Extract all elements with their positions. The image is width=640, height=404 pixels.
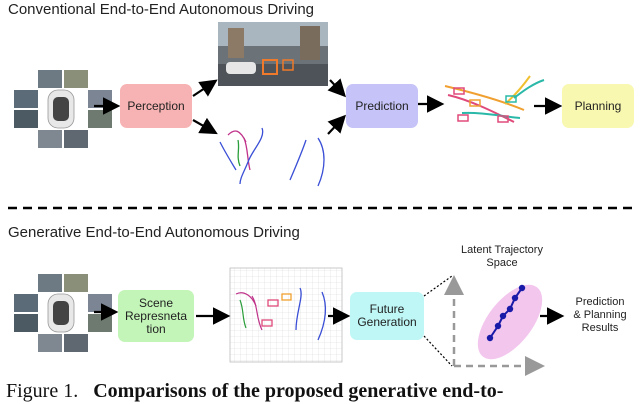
scene-representation-box: Scene Represneta tion [118,290,194,342]
prediction-box: Prediction [346,84,418,128]
camera-cluster-bottom [14,274,112,352]
results-label-line3: Results [581,322,619,334]
scene-label-line2: Represneta [124,308,188,323]
generative-section-title: Generative End-to-End Autonomous Driving [8,224,300,241]
camera-cluster-top [14,70,112,148]
generative-arrows [94,303,565,325]
caption-bold-text: Comparisons of the proposed generative e… [93,380,504,402]
planning-label: Planning [574,98,622,113]
perception-label: Perception [127,98,185,113]
trajectory-prediction-image [444,75,545,123]
conventional-section-title: Conventional End-to-End Autonomous Drivi… [8,1,315,18]
prediction-label: Prediction [355,98,409,113]
scene-label-line3: tion [146,321,166,336]
figure-caption: Figure 1. Comparisons of the proposed ge… [6,380,503,403]
latent-space-label: Latent Trajectory Space [444,244,560,270]
latent-trajectory-space [423,275,545,376]
scene-label-line1: Scene [138,295,174,310]
map-sketch [219,127,325,187]
future-label-line2: Generation [357,315,417,329]
future-generation-box: Future Generation [350,292,424,340]
future-label-line1: Future [369,302,405,316]
results-label: Prediction & Planning Results [564,296,636,335]
latent-label-line2: Space [486,257,518,269]
scene-representation-image [229,267,343,363]
planning-box: Planning [562,84,634,128]
caption-prefix: Figure 1. [6,380,79,402]
front-camera-image [218,22,328,86]
latent-label-line1: Latent Trajectory [461,244,543,256]
results-label-line1: Prediction [575,296,625,308]
results-label-line2: & Planning [573,309,627,321]
perception-box: Perception [120,84,192,128]
conventional-arrows [94,78,563,135]
